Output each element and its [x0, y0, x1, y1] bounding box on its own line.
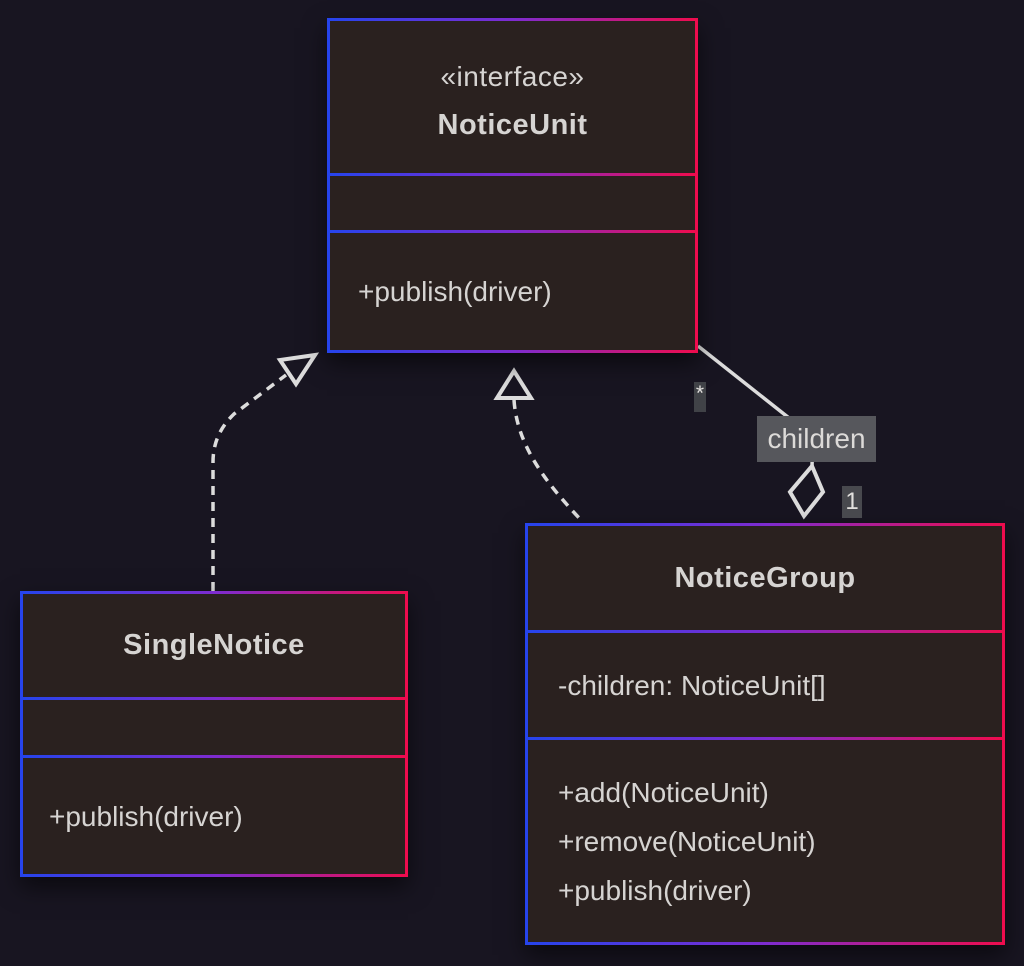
multiplicity-label-one: 1 — [842, 486, 862, 518]
realization-arrowhead-icon — [493, 367, 535, 400]
class-name: NoticeUnit — [437, 108, 588, 141]
methods-section: +add(NoticeUnit) +remove(NoticeUnit) +pu… — [528, 740, 1002, 942]
aggregation-role-label: children — [757, 416, 876, 462]
realization-arrowhead-icon — [276, 352, 320, 388]
section-divider — [23, 697, 405, 700]
class-name: SingleNotice — [123, 629, 305, 661]
class-title-section: NoticeGroup — [528, 526, 1002, 630]
method-item: +remove(NoticeUnit) — [558, 825, 816, 857]
realization-edge-single-notice — [211, 373, 288, 591]
section-divider — [528, 630, 1002, 633]
class-box-notice-group: NoticeGroup -children: NoticeUnit[] +add… — [525, 523, 1005, 945]
aggregation-diamond-icon — [787, 462, 826, 520]
methods-section: +publish(driver) — [330, 233, 695, 350]
attribute-item: -children: NoticeUnit[] — [558, 669, 826, 701]
methods-section: +publish(driver) — [23, 758, 405, 874]
method-item: +publish(driver) — [358, 276, 552, 307]
class-box-single-notice: SingleNotice +publish(driver) — [20, 591, 408, 877]
class-title-section: SingleNotice — [23, 594, 405, 697]
stereotype-label: «interface» — [440, 60, 585, 92]
section-divider — [330, 230, 695, 233]
method-item: +add(NoticeUnit) — [558, 776, 769, 808]
attributes-section — [330, 176, 695, 230]
section-divider — [23, 755, 405, 758]
class-name: NoticeGroup — [674, 561, 856, 594]
section-divider — [330, 173, 695, 176]
attributes-section: -children: NoticeUnit[] — [528, 633, 1002, 737]
multiplicity-label-star: * — [694, 382, 706, 412]
realization-edge-notice-group — [512, 399, 584, 523]
attributes-section — [23, 700, 405, 755]
section-divider — [528, 737, 1002, 740]
method-item: +publish(driver) — [49, 800, 243, 832]
method-item: +publish(driver) — [558, 874, 752, 906]
class-box-notice-unit: «interface» NoticeUnit +publish(driver) — [327, 18, 698, 353]
class-title-section: «interface» NoticeUnit — [330, 21, 695, 173]
